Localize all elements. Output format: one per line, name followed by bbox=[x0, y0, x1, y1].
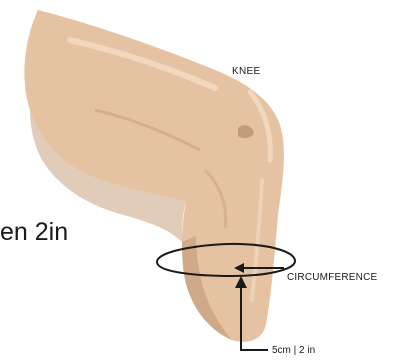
measurement-label: 5cm | 2 in bbox=[272, 345, 315, 356]
knee-label: KNEE bbox=[232, 66, 260, 77]
partial-text: en 2in bbox=[0, 218, 68, 247]
circumference-label: CIRCUMFERENCE bbox=[287, 272, 377, 283]
